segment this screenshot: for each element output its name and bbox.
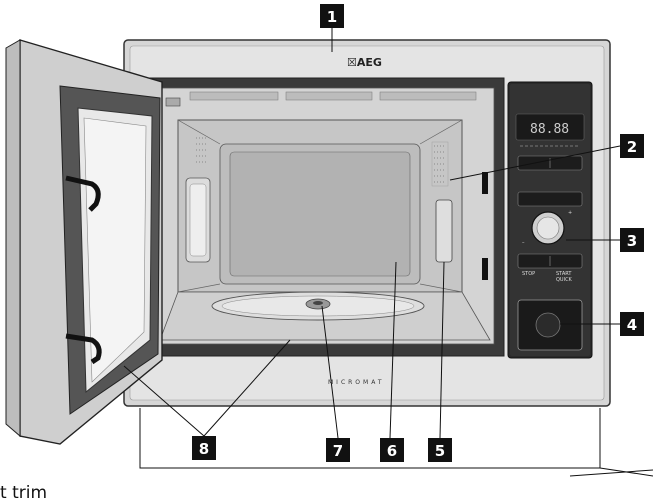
svg-text:8: 8 (199, 440, 209, 458)
callout-7: 7 (326, 438, 350, 462)
side-vent-grille (431, 141, 449, 187)
svg-text:3: 3 (627, 232, 637, 250)
callout-4: 4 (620, 312, 644, 336)
svg-text:2: 2 (627, 138, 637, 156)
callout-1: 1 (320, 4, 344, 28)
front-label: MICROMAT (328, 379, 385, 386)
callout-8: 8 (192, 436, 216, 460)
top-vent (285, 91, 373, 101)
callout-2: 2 (620, 134, 644, 158)
top-vent (189, 91, 279, 101)
svg-text:4: 4 (627, 316, 637, 334)
svg-text:5: 5 (435, 442, 445, 460)
callout-5: 5 (428, 438, 452, 462)
control-panel: 88.88 – + STOP START QUICK (507, 81, 593, 359)
start-label: START (556, 271, 572, 277)
hinge (165, 97, 181, 107)
knob-plus-label: + (568, 210, 572, 216)
svg-text:1: 1 (327, 8, 337, 26)
door-latch (65, 333, 102, 365)
svg-text:7: 7 (333, 442, 343, 460)
callout-3: 3 (620, 228, 644, 252)
caption-fragment: t trim (0, 483, 47, 501)
door-catch-slot (482, 172, 488, 194)
cooking-chamber (159, 119, 491, 341)
knob-minus-label: – (522, 240, 525, 246)
display-readout: 88.88 (530, 122, 569, 137)
leader-lines (123, 28, 653, 477)
display (515, 113, 585, 141)
top-vent (379, 91, 477, 101)
oven-door (5, 39, 163, 445)
brand-logo: ☒AEG (347, 56, 382, 69)
callout-6: 6 (380, 438, 404, 462)
waveguide-cover (435, 199, 453, 263)
door-catch-slot (482, 258, 488, 280)
svg-text:6: 6 (387, 442, 397, 460)
quick-label: QUICK (556, 277, 573, 283)
door-latch (65, 175, 101, 212)
stop-label: STOP (522, 271, 535, 277)
side-vent-grille (196, 137, 208, 163)
power-button[interactable] (517, 191, 583, 207)
